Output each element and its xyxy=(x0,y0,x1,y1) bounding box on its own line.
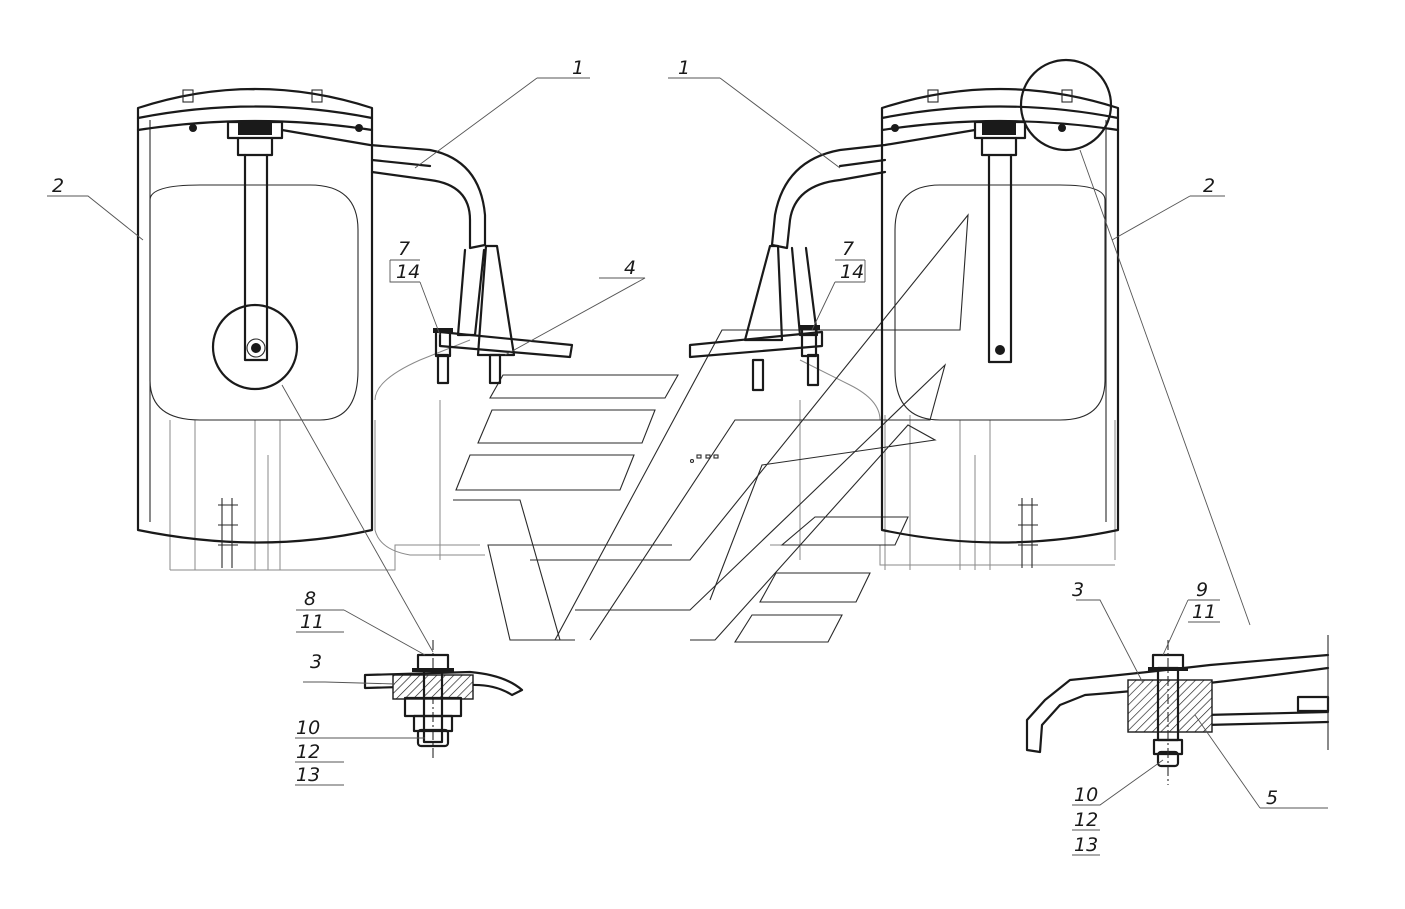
callout-2-right: 2 xyxy=(1203,175,1215,197)
callout-3-right: 3 xyxy=(1072,579,1084,601)
callout-10-right: 10 xyxy=(1074,784,1098,806)
left-bracket xyxy=(280,128,574,385)
callout-5: 5 xyxy=(1266,787,1278,809)
callout-7-left: 7 xyxy=(398,238,410,260)
callout-13-right: 13 xyxy=(1074,834,1098,856)
callout-3-left: 3 xyxy=(310,651,322,673)
callout-1-right: 1 xyxy=(678,57,690,79)
callout-1-left: 1 xyxy=(572,57,584,79)
callout-12-right: 12 xyxy=(1074,809,1098,831)
callout-10-left: 10 xyxy=(296,717,320,739)
chevron-logo xyxy=(453,213,969,643)
callout-14-left: 14 xyxy=(396,261,420,283)
right-bracket xyxy=(688,128,977,392)
callout-labels: 1 1 2 2 4 7 14 7 14 8 11 3 10 12 13 3 9 … xyxy=(52,57,1278,856)
callout-4: 4 xyxy=(624,257,636,279)
callout-14-right: 14 xyxy=(840,261,864,283)
callout-2-left: 2 xyxy=(52,175,64,197)
callout-7-right: 7 xyxy=(842,238,854,260)
callout-11-left: 11 xyxy=(300,611,324,633)
leader-lines xyxy=(47,77,1328,856)
callout-8: 8 xyxy=(304,588,316,610)
callout-13-left: 13 xyxy=(296,764,320,786)
right-mudguard xyxy=(880,58,1120,568)
left-mudguard xyxy=(136,87,374,568)
detail-right-fastener xyxy=(1025,635,1330,785)
background-frame xyxy=(169,339,1116,571)
callout-11-right: 11 xyxy=(1192,601,1216,623)
callout-9: 9 xyxy=(1196,579,1208,601)
callout-12-left: 12 xyxy=(296,741,320,763)
detail-left-fastener xyxy=(363,640,524,760)
